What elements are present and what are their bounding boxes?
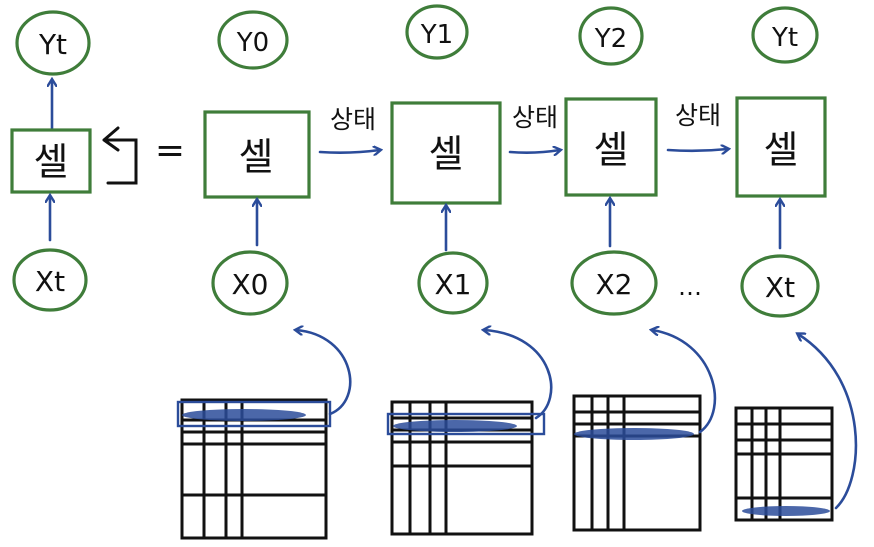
input-label-3: Xt (765, 271, 795, 304)
folded-cell-box (10, 128, 92, 194)
output-label-1: Y1 (420, 20, 453, 50)
cell-box-2 (564, 97, 658, 197)
output-node-1 (405, 4, 469, 60)
sequence-table-2 (572, 330, 717, 532)
recurrent-loop-bracket (102, 126, 138, 185)
cell-label-0: 셀 (239, 135, 274, 179)
sequence-table-1 (386, 330, 553, 536)
folded-rnn: Yt 셀 Xt = (10, 10, 185, 312)
state-label-1: 상태 (512, 103, 558, 132)
equals-sign: = (155, 130, 185, 171)
state-label-2: 상태 (675, 101, 721, 130)
input-label-1: X1 (435, 268, 472, 301)
unrolled-step-0: Y0 셀 X0 (203, 10, 311, 316)
table-3-row-marker (742, 506, 830, 516)
cell-label-2: 셀 (594, 128, 629, 172)
cell-box-3 (735, 96, 827, 198)
table-3-frame (734, 406, 834, 522)
state-transition-2: 상태 (666, 101, 728, 151)
output-node-2 (578, 6, 644, 66)
input-label-2: X2 (596, 268, 633, 301)
state-transition-0: 상태 (318, 105, 380, 153)
table-2-row-marker (574, 428, 694, 440)
folded-cell-label: 셀 (34, 140, 69, 184)
table-3-feed-arrow (798, 334, 858, 510)
input-node-1 (417, 251, 489, 315)
output-label-0: Y0 (236, 28, 269, 58)
input-node-3 (740, 254, 820, 318)
table-2-grid (572, 394, 702, 532)
state-transition-1: 상태 (508, 103, 560, 153)
input-node-2 (570, 250, 658, 316)
table-0-feed-arrow (296, 330, 352, 416)
table-0-frame (180, 398, 328, 540)
state-arrow-2 (666, 149, 728, 151)
unrolled-step-3: Yt 셀 Xt (735, 6, 827, 318)
table-1-row-marker (393, 420, 517, 432)
output-label-2: Y2 (594, 24, 627, 54)
ellipsis: … (678, 273, 702, 301)
output-label-3: Yt (771, 23, 798, 53)
state-arrow-1 (508, 150, 560, 153)
folded-output-label: Yt (38, 28, 67, 61)
state-label-0: 상태 (330, 105, 376, 134)
folded-output-node (15, 10, 91, 76)
output-node-3 (751, 6, 819, 64)
table-2-feed-arrow (652, 330, 717, 434)
input-node-0 (211, 250, 289, 316)
unrolled-step-2: Y2 셀 X2 … (564, 6, 702, 316)
cell-label-3: 셀 (764, 128, 799, 172)
folded-input-node (12, 248, 88, 312)
table-2-frame (572, 394, 702, 532)
folded-input-label: Xt (35, 265, 65, 298)
output-node-0 (217, 10, 289, 70)
table-0-row-marker (182, 409, 306, 421)
unrolled-step-1: Y1 셀 X1 (390, 4, 502, 315)
state-arrow-0 (318, 150, 380, 153)
table-1-frame (390, 400, 534, 536)
sequence-table-3 (734, 334, 858, 522)
table-1-feed-arrow (484, 330, 553, 420)
cell-label-1: 셀 (429, 132, 464, 176)
table-3-grid (734, 406, 834, 522)
input-label-0: X0 (232, 268, 269, 301)
table-1-highlight-box (386, 412, 546, 436)
sequence-table-0 (176, 330, 352, 540)
